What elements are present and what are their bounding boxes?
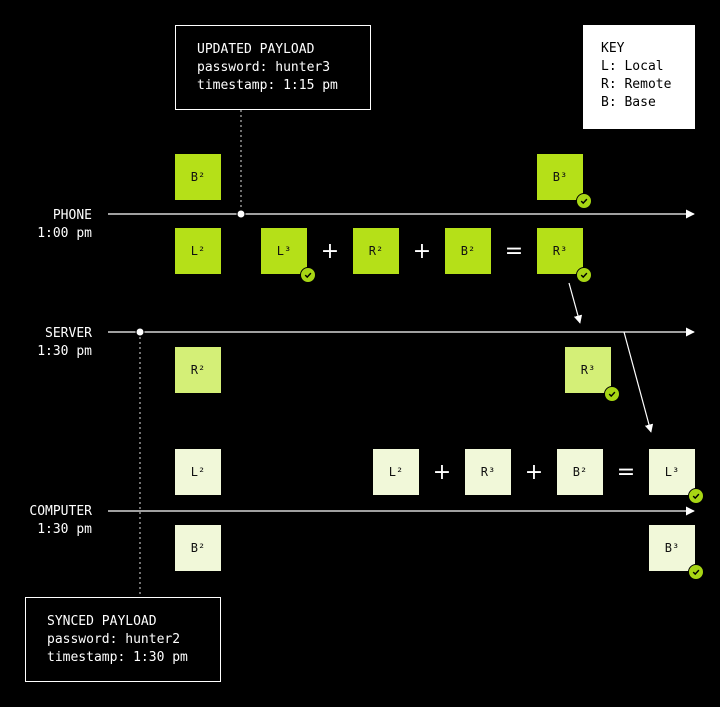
box-label: L² (190, 244, 206, 258)
computer-base-3-box: B³ (649, 525, 704, 580)
computer-remote-3-box: R³ (465, 449, 511, 495)
box-label: R² (190, 363, 206, 377)
phone-to-server-arrow (568, 282, 583, 324)
plus-operator: + (412, 238, 432, 264)
check-icon (576, 193, 592, 209)
synced-payload-timestamp: timestamp: 1:30 pm (47, 650, 188, 665)
box-label: B² (460, 244, 476, 258)
synced-payload-title: SYNCED PAYLOAD (47, 614, 157, 629)
plus-operator: + (432, 459, 452, 485)
equals-operator: = (504, 238, 524, 264)
box-label: L² (190, 465, 206, 479)
computer-merge-local-2-box: L² (373, 449, 419, 495)
updated-payload-password: password: hunter3 (197, 60, 331, 75)
box-label: L² (388, 465, 404, 479)
phone-name: PHONE (52, 208, 92, 223)
box-label: R² (368, 244, 384, 258)
computer-name: COMPUTER (29, 504, 92, 519)
key-title: KEY (601, 41, 625, 56)
equals-operator: = (616, 459, 636, 485)
computer-local-3-box: L³ (649, 449, 704, 504)
server-name: SERVER (45, 326, 92, 341)
phone-local-2-box: L² (175, 228, 221, 274)
server-time: 1:30 pm (37, 344, 92, 359)
updated-payload-note: UPDATED PAYLOAD password: hunter3 timest… (175, 25, 371, 110)
phone-time: 1:00 pm (37, 226, 92, 241)
server-remote-3-box: R³ (565, 347, 620, 402)
server-to-computer-arrow (623, 331, 654, 433)
check-icon (688, 564, 704, 580)
box-label: B² (190, 541, 206, 555)
box-label: L³ (664, 465, 680, 479)
box-label: B² (190, 170, 206, 184)
box-label: B² (572, 465, 588, 479)
key-remote: R: Remote (601, 77, 672, 92)
server-event-dot (135, 327, 145, 337)
phone-event-dot (236, 209, 246, 219)
plus-operator: + (320, 238, 340, 264)
updated-payload-title: UPDATED PAYLOAD (197, 42, 315, 57)
box-label: L³ (276, 244, 292, 258)
key-local: L: Local (601, 59, 664, 74)
phone-base-3-box: B³ (537, 154, 592, 209)
box-label: B³ (552, 170, 568, 184)
computer-base-2-box: B² (175, 525, 221, 571)
check-icon (604, 386, 620, 402)
server-lane-label: SERVER 1:30 pm (0, 325, 92, 361)
computer-lane-label: COMPUTER 1:30 pm (0, 503, 92, 539)
synced-payload-password: password: hunter2 (47, 632, 181, 647)
box-label: R³ (480, 465, 496, 479)
phone-remote-3-box: R³ (537, 228, 592, 283)
synced-payload-note: SYNCED PAYLOAD password: hunter2 timesta… (25, 597, 221, 682)
check-icon (576, 267, 592, 283)
computer-time: 1:30 pm (37, 522, 92, 537)
phone-remote-2-box: R² (353, 228, 399, 274)
computer-local-2-box: L² (175, 449, 221, 495)
box-label: R³ (552, 244, 568, 258)
phone-merge-base-2-box: B² (445, 228, 491, 274)
check-icon (688, 488, 704, 504)
server-remote-2-box: R² (175, 347, 221, 393)
phone-base-2-box: B² (175, 154, 221, 200)
plus-operator: + (524, 459, 544, 485)
updated-payload-timestamp: timestamp: 1:15 pm (197, 78, 338, 93)
phone-lane-label: PHONE 1:00 pm (0, 207, 92, 243)
box-label: B³ (664, 541, 680, 555)
box-label: R³ (580, 363, 596, 377)
key-base: B: Base (601, 95, 656, 110)
phone-local-3-box: L³ (261, 228, 316, 283)
check-icon (300, 267, 316, 283)
computer-merge-base-2-box: B² (557, 449, 603, 495)
key-legend: KEY L: Local R: Remote B: Base (583, 25, 695, 129)
